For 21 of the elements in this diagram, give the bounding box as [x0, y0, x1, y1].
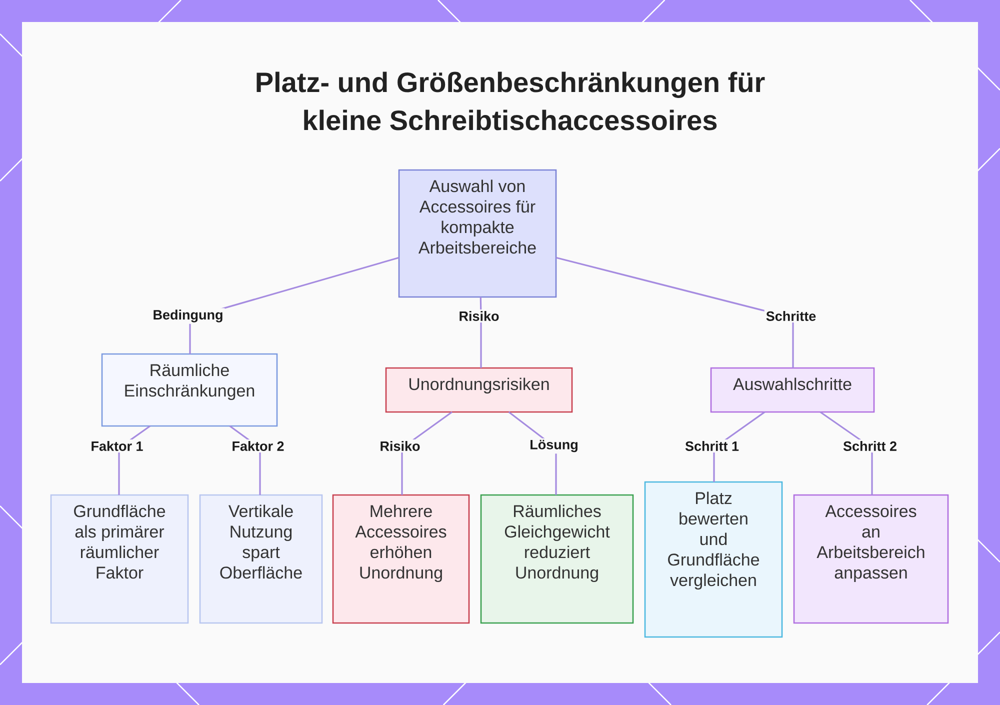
category-box: Räumliche Einschränkungen: [101, 353, 278, 427]
edge-label: Bedingung: [151, 308, 225, 324]
title: Platz- und Größenbeschränkungen für kleine Schreibtischaccessoires: [256, 72, 765, 130]
edge-label: Lösung: [528, 438, 580, 454]
connector-line: [556, 256, 794, 368]
edge-label: Faktor 1: [89, 440, 145, 452]
detail-box: Räumliches Gleichgewicht reduziert Unordnung: [480, 494, 634, 624]
category-box: Auswahlschritte: [710, 367, 875, 413]
detail-box: Accessoires an Arbeitsbereich anpassen: [793, 494, 949, 624]
root-box: Auswahl von Accessoires für kompakte Arbeitsbereiche: [398, 169, 557, 298]
edge-label: Schritte: [764, 310, 818, 322]
edge-label: Risiko: [457, 310, 501, 322]
category-box: Unordnungsrisiken: [385, 367, 573, 413]
detail-box: Grundfläche als primärer räumlicher Faktor: [50, 494, 189, 624]
edge-label: Schritt 1: [684, 440, 741, 452]
edge-label: Schritt 2: [842, 440, 899, 452]
detail-box: Mehrere Accessoires erhöhen Unordnung: [332, 494, 470, 624]
detail-box: Platz bewerten und Grundfläche vergleichen: [644, 481, 783, 638]
edge-label: Faktor 2: [230, 440, 286, 452]
detail-box: Vertikale Nutzung spart Oberfläche: [199, 494, 323, 624]
edge-label: Risiko: [378, 440, 422, 452]
